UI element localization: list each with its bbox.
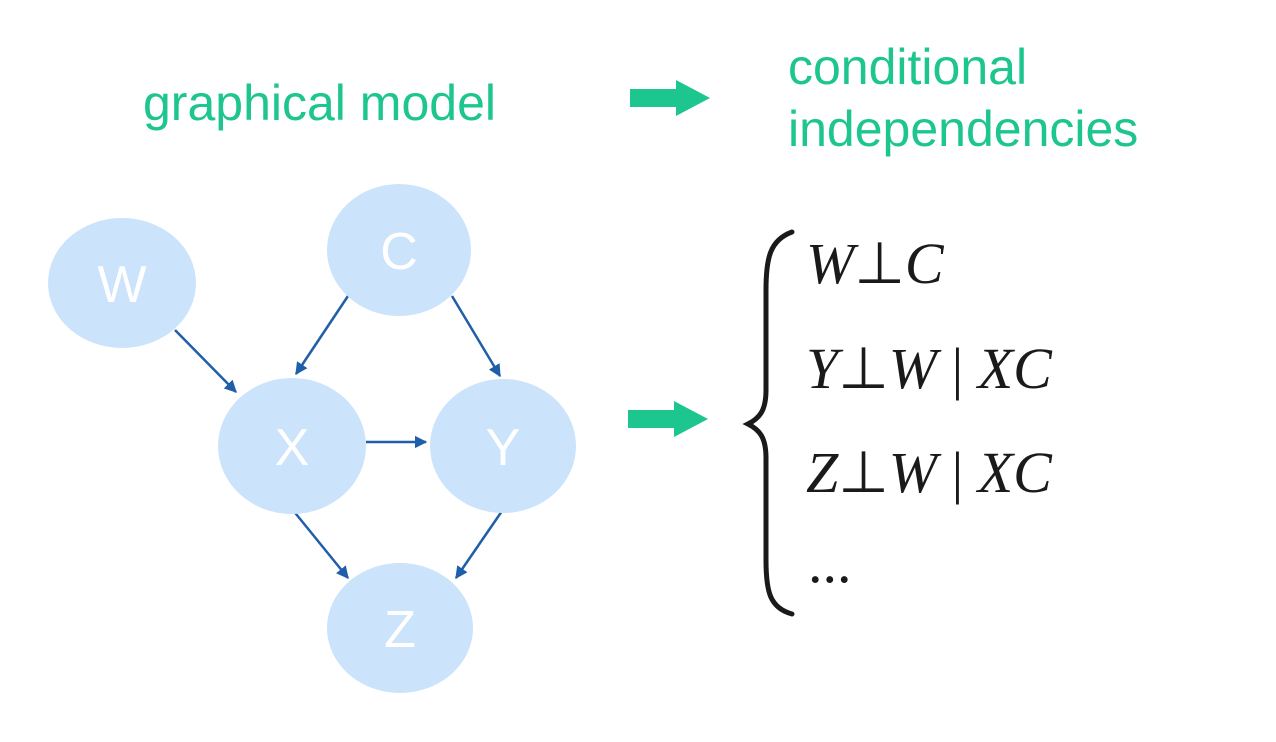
edges xyxy=(174,295,504,580)
independency-given-vars: XC xyxy=(976,440,1053,505)
independency-left-var: W xyxy=(806,231,859,296)
conditional-independencies-heading: conditional independencies xyxy=(788,36,1138,160)
node-y: Y xyxy=(430,379,576,513)
node-x: X xyxy=(218,378,366,514)
edge-c-to-x xyxy=(294,295,350,376)
top-arrow-icon xyxy=(630,80,710,116)
conditioning-bar: | xyxy=(937,336,978,401)
heading-line-2: independencies xyxy=(788,101,1139,157)
node-y-shape xyxy=(430,379,576,513)
edge-x-to-z xyxy=(291,508,349,579)
nodes: W C X Y Z xyxy=(48,184,576,693)
independency-statement: Z⊥W | XC xyxy=(806,440,1053,505)
conditioning-bar: | xyxy=(937,440,978,505)
independency-given-vars: XC xyxy=(976,336,1053,401)
independence-symbol: ⊥ xyxy=(838,440,889,505)
ellipsis: ... xyxy=(808,530,852,595)
independency-left-var: Y xyxy=(806,336,844,401)
independency-right-var: C xyxy=(905,231,945,296)
node-c: C xyxy=(327,184,471,316)
left-brace xyxy=(742,229,795,617)
node-z-shape xyxy=(327,563,473,693)
graphical-model-heading: graphical model xyxy=(143,75,496,131)
independency-statement: W⊥C xyxy=(806,231,945,296)
independency-statement: Y⊥W | XC xyxy=(806,336,1053,401)
node-w: W xyxy=(48,218,196,348)
independency-left-var: Z xyxy=(806,440,839,505)
edge-w-to-x xyxy=(174,329,237,393)
independency-list: W⊥CY⊥W | XCZ⊥W | XC... xyxy=(806,231,1053,595)
independency-right-var: W xyxy=(889,440,942,505)
node-c-shape xyxy=(327,184,471,316)
independence-symbol: ⊥ xyxy=(854,231,905,296)
node-c-label: C xyxy=(380,223,418,281)
independence-symbol: ⊥ xyxy=(838,336,889,401)
edge-y-to-z xyxy=(454,510,504,580)
node-x-label: X xyxy=(275,419,310,477)
node-z-label: Z xyxy=(384,601,416,659)
heading-line-1: conditional xyxy=(788,39,1028,95)
node-y-label: Y xyxy=(486,419,521,477)
node-w-label: W xyxy=(97,256,146,314)
independency-right-var: W xyxy=(889,336,942,401)
middle-arrow-icon xyxy=(628,401,708,437)
node-w-shape xyxy=(48,218,196,348)
node-z: Z xyxy=(327,563,473,693)
node-x-shape xyxy=(218,378,366,514)
edge-c-to-y xyxy=(450,295,502,378)
